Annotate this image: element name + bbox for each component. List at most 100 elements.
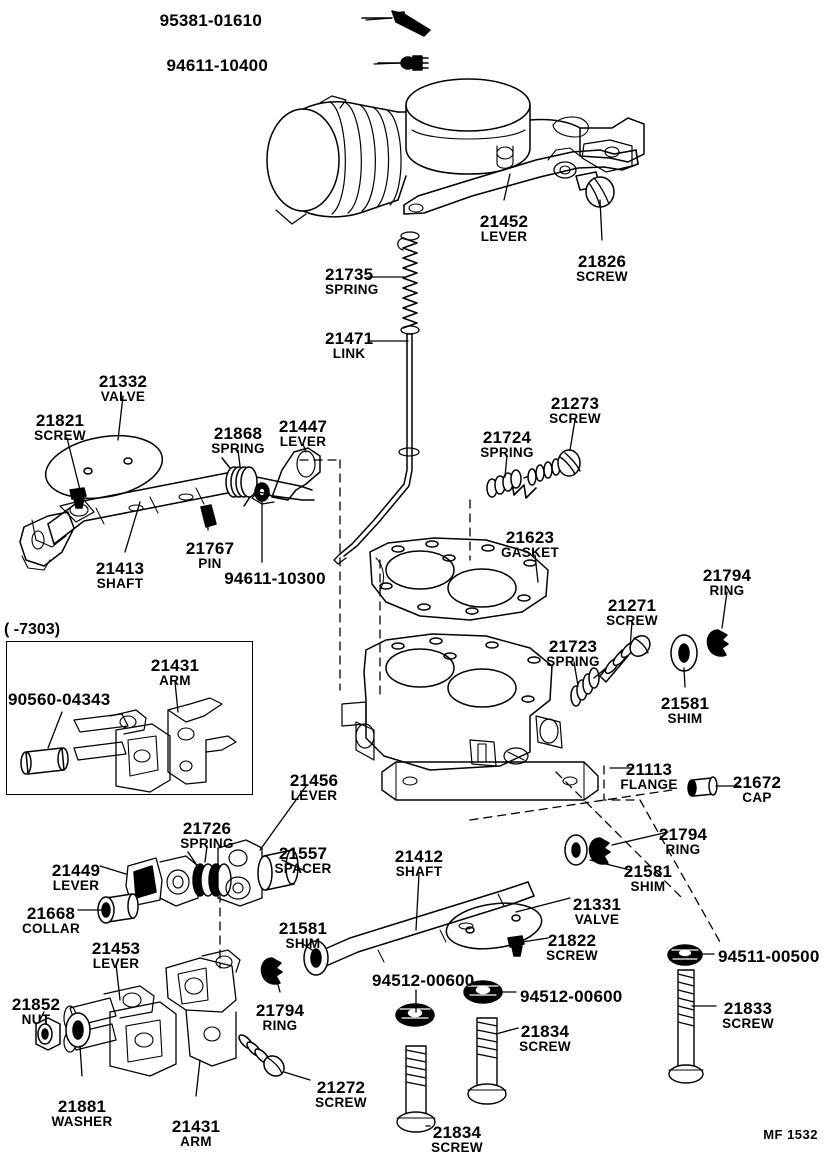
part-number: 21581 — [660, 694, 710, 713]
part-name: SCREW — [315, 1095, 367, 1110]
part-name: SCREW — [546, 948, 598, 963]
part-number: 21581 — [623, 862, 673, 881]
part-name: SPACER — [274, 861, 332, 876]
part-number: 21726 — [182, 819, 232, 838]
part-21557-spacer-icon — [257, 849, 299, 891]
part-number: 21453 — [91, 939, 141, 958]
part-number: 94512-00600 — [372, 971, 475, 990]
part-name: ARM — [180, 1134, 212, 1149]
part-name: CAP — [742, 790, 772, 805]
part-21822-screw-icon — [507, 935, 525, 957]
inset-caption: ( -7303) — [4, 621, 61, 638]
part-21273-screw-icon — [523, 449, 581, 486]
part-94511-00500-icon — [667, 944, 703, 966]
part-number: 94511-00500 — [718, 947, 820, 966]
part-label-94512-00600: 94512-00600 — [520, 988, 622, 1005]
part-number: 21452 — [479, 212, 529, 231]
part-21412-shaft-icon — [303, 881, 543, 976]
part-21623-gasket-icon — [369, 537, 549, 621]
part-name: COLLAR — [21, 921, 81, 936]
part-21413-shaft-assembly-illustration — [19, 434, 321, 571]
part-21735-spring-icon — [397, 231, 420, 335]
part-label-94611-10300: 94611-10300 — [224, 570, 325, 587]
part-95381-01610-icon — [361, 10, 431, 37]
part-number: 95381-01610 — [159, 11, 262, 30]
part-21881-washer-icon — [65, 1012, 91, 1048]
part-number: 90560-04343 — [8, 690, 111, 709]
part-name: RING — [262, 1018, 298, 1033]
part-number: 21833 — [723, 999, 773, 1018]
part-name: LINK — [332, 346, 366, 361]
part-21272-screw-icon — [238, 1034, 285, 1077]
part-number: 21557 — [278, 844, 328, 863]
part-name: LEVER — [279, 434, 327, 449]
part-name: SPRING — [211, 441, 265, 456]
part-number: 21767 — [185, 539, 235, 558]
part-21668-collar-icon — [97, 893, 139, 924]
part-number: 21794 — [658, 825, 708, 844]
part-number: 94611-10300 — [224, 569, 326, 588]
part-name: RING — [709, 583, 745, 598]
part-number: 21723 — [548, 637, 598, 656]
part-number: 21822 — [547, 931, 597, 950]
part-21271-screw-icon — [593, 635, 651, 683]
part-name: ARM — [159, 673, 191, 688]
part-name: SHIM — [285, 936, 321, 951]
part-21834-screw-icon-b — [467, 1017, 507, 1105]
part-name: SHIM — [667, 711, 703, 726]
part-name: SHAFT — [96, 576, 144, 591]
throttle-body-upper-illustration — [266, 78, 645, 225]
part-label-94512-00600: 94512-00600 — [372, 972, 474, 989]
part-94512-00600-icon-a — [395, 1003, 435, 1027]
part-21672-cap-icon — [687, 776, 718, 797]
inset-assembly-illustration — [20, 697, 237, 793]
part-21431-arm-icon-lower — [165, 949, 241, 1067]
part-number: 21826 — [577, 252, 627, 271]
part-name: SCREW — [722, 1016, 774, 1031]
part-21332-valve-icon — [44, 434, 164, 500]
throttle-body-lower-illustration — [341, 633, 599, 801]
part-21852-nut-icon — [35, 1017, 61, 1051]
leader-lines — [39, 17, 741, 1127]
part-21821-screw-icon — [69, 487, 87, 509]
part-21726-spring-icon — [187, 851, 232, 897]
part-name: VALVE — [100, 389, 146, 404]
part-21471-link-icon — [333, 333, 420, 565]
part-name: GASKET — [500, 545, 560, 560]
inset-frame — [6, 641, 253, 795]
part-21581-shim-icon-mid — [564, 834, 588, 866]
part-label-90560-04343: 90560-04343 — [8, 691, 110, 708]
part-number: 21868 — [213, 424, 263, 443]
part-21826-screw-icon — [575, 171, 615, 208]
part-number: 21273 — [550, 394, 600, 413]
part-21834-screw-icon-a — [396, 1045, 436, 1133]
part-21724-spring-icon — [486, 469, 537, 499]
part-21794-ring-icon-right — [706, 629, 729, 657]
part-number: 21834 — [432, 1123, 482, 1142]
part-name: SHIM — [630, 879, 666, 894]
part-21431-arm-icon-inset — [167, 697, 237, 785]
